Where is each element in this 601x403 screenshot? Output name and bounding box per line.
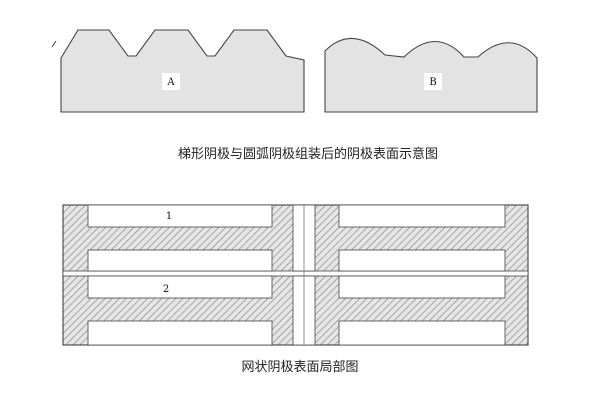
- edge-mark: [51, 40, 57, 48]
- opening: [338, 275, 506, 299]
- label-2: 2: [163, 284, 169, 295]
- label-box-a: [162, 73, 180, 90]
- opening: [87, 275, 273, 299]
- opening: [338, 320, 506, 346]
- label-a: A: [166, 77, 175, 88]
- opening: [87, 320, 273, 346]
- label-b: B: [429, 77, 436, 88]
- opening: [87, 249, 273, 272]
- label-1: 1: [166, 211, 172, 222]
- trapezoid-cathode: A: [51, 29, 305, 113]
- row-divider: [62, 270, 529, 277]
- opening: [338, 249, 506, 272]
- arc-cathode: B: [324, 37, 538, 113]
- opening: [87, 204, 273, 228]
- opening: [338, 204, 506, 228]
- mesh-cathode: 1 2: [62, 204, 529, 346]
- label-box-b: [424, 73, 442, 90]
- caption-top: 梯形阴极与圆弧阴极组装后的阴极表面示意图: [178, 146, 438, 162]
- caption-bottom: 网状阴极表面局部图: [241, 360, 358, 375]
